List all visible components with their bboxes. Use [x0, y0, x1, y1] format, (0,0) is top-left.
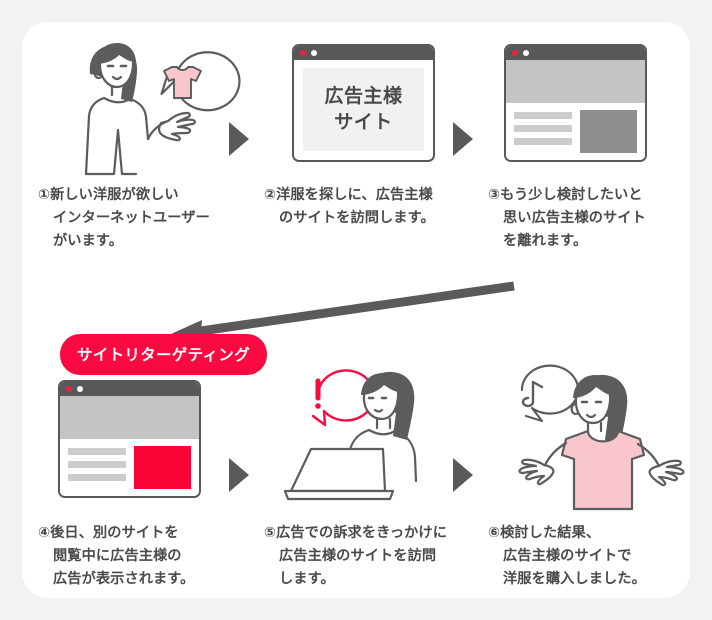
window-minimize-dot-icon	[523, 50, 529, 56]
step-1-caption: ①新しい洋服が欲しい インターネットユーザー がいます。	[38, 187, 210, 249]
browser-window-mock	[504, 44, 647, 162]
text-line	[68, 448, 126, 455]
person-happy-pink-shirt-icon	[480, 364, 685, 516]
browser-title-bar	[60, 382, 199, 396]
step-4-caption: ④後日、別のサイトを 閲覧中に広告主様の 広告が表示されます。	[38, 525, 195, 587]
infographic-card: ①新しい洋服が欲しい インターネットユーザー がいます。 広告主様 サイト	[22, 22, 690, 598]
person-with-tshirt-thought-icon	[30, 28, 241, 178]
browser-window-mock: 広告主様 サイト	[292, 44, 435, 162]
arrow-step2-to-step3	[453, 122, 473, 156]
step-2-panel: 広告主様 サイト ②洋服を探しに、広告主様 のサイトを訪問します。	[256, 28, 456, 230]
window-minimize-dot-icon	[311, 50, 317, 56]
browser-window-advertiser-site-icon: 広告主様 サイト	[256, 28, 456, 178]
browser-title-bar	[506, 46, 645, 60]
page-content-area	[506, 103, 645, 160]
advertiser-site-label: 広告主様 サイト	[303, 68, 424, 151]
text-line	[68, 474, 126, 481]
content-image-block	[579, 110, 637, 153]
text-line	[514, 125, 572, 132]
step-3-caption: ③もう少し検討したいと 思い広告主様のサイト を離れます。	[488, 187, 646, 249]
page-content-area	[60, 439, 199, 496]
text-line	[514, 112, 572, 119]
text-line	[68, 461, 126, 468]
retargeting-ad-block	[133, 446, 191, 489]
step-6-panel: ⑥検討した結果、 広告主様のサイトで 洋服を購入しました。	[480, 364, 685, 591]
window-close-dot-icon	[300, 50, 306, 56]
window-close-dot-icon	[512, 50, 518, 56]
person-at-laptop-alert-icon	[256, 366, 456, 516]
browser-window-with-red-ad-icon	[30, 366, 230, 516]
arrow-step1-to-step2	[229, 122, 249, 156]
retargeting-badge: サイトリターゲティング	[60, 334, 267, 375]
page-hero-banner	[506, 60, 645, 103]
step-3-panel: ③もう少し検討したいと 思い広告主様のサイト を離れます。	[480, 28, 680, 253]
step-6-caption: ⑥検討した結果、 広告主様のサイトで 洋服を購入しました。	[488, 525, 646, 587]
arrow-step5-to-step6	[453, 458, 473, 492]
browser-window-content-icon	[480, 28, 680, 178]
browser-window-mock	[58, 380, 201, 498]
step-2-caption: ②洋服を探しに、広告主様 のサイトを訪問します。	[264, 187, 435, 226]
window-minimize-dot-icon	[77, 386, 83, 392]
diagram-row-top: ①新しい洋服が欲しい インターネットユーザー がいます。 広告主様 サイト	[22, 28, 690, 296]
text-line	[514, 138, 572, 145]
window-close-dot-icon	[66, 386, 72, 392]
browser-title-bar	[294, 46, 433, 60]
arrow-step4-to-step5	[229, 458, 249, 492]
text-placeholder-lines	[68, 446, 126, 489]
text-placeholder-lines	[514, 110, 572, 153]
page-hero-banner	[60, 396, 199, 439]
step-1-panel: ①新しい洋服が欲しい インターネットユーザー がいます。	[30, 28, 241, 253]
step-5-panel: ⑤広告での訴求をきっかけに 広告主様のサイトを訪問 します。	[256, 366, 456, 591]
diagram-row-bottom: サイトリターゲティング	[22, 281, 690, 598]
step-5-caption: ⑤広告での訴求をきっかけに 広告主様のサイトを訪問 します。	[264, 525, 447, 587]
step-4-panel: ④後日、別のサイトを 閲覧中に広告主様の 広告が表示されます。	[30, 366, 230, 591]
